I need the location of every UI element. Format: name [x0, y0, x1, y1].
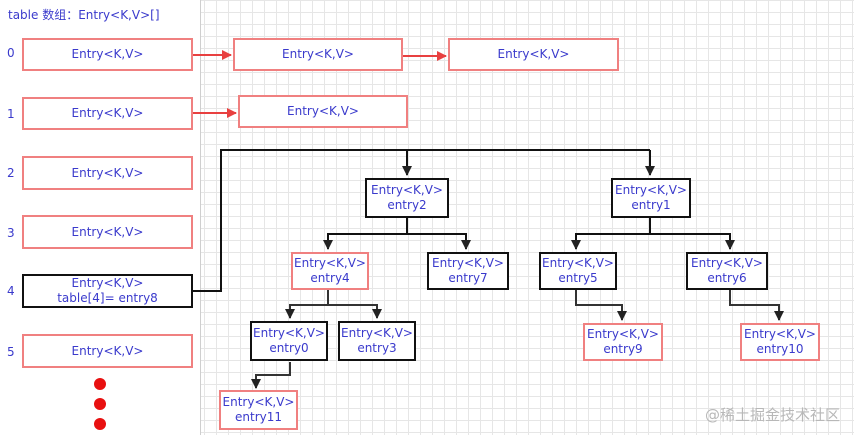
line-slot4-to-roots: [193, 149, 650, 292]
arrow-entry6-to-entry10: [729, 290, 784, 321]
slot-4-label: Entry<K,V>: [71, 276, 144, 290]
slot-2: Entry<K,V>: [22, 156, 193, 190]
arrow-entry2-to-entry4: [323, 218, 408, 250]
index-2: 2: [7, 166, 15, 180]
node-name: entry11: [235, 410, 282, 424]
tree-node-entry9: Entry<K,V> entry9: [583, 323, 663, 361]
chain0-node-1-label: Entry<K,V>: [282, 47, 354, 61]
arrow-entry2-to-entry7: [407, 233, 471, 250]
table-array-panel: table 数组：Entry<K,V>[] 0 1 2 3 4 5 Entry<…: [0, 0, 201, 435]
tree-node-entry7: Entry<K,V> entry7: [427, 252, 509, 290]
tree-node-entry2: Entry<K,V> entry2: [365, 178, 449, 218]
node-type: Entry<K,V>: [542, 256, 614, 270]
tree-node-entry1: Entry<K,V> entry1: [611, 178, 691, 218]
chain0-node-2: Entry<K,V>: [448, 38, 619, 71]
node-type: Entry<K,V>: [341, 326, 413, 340]
arrow-entry1-to-entry5: [571, 218, 651, 250]
node-name: entry1: [631, 198, 671, 212]
chain0-node-1: Entry<K,V>: [233, 38, 403, 71]
tree-node-entry4: Entry<K,V> entry4: [291, 252, 369, 290]
node-type: Entry<K,V>: [222, 395, 295, 409]
index-1: 1: [7, 107, 15, 121]
slot-0: Entry<K,V>: [22, 38, 193, 71]
node-name: entry6: [707, 271, 747, 285]
slot-3-label: Entry<K,V>: [71, 224, 144, 239]
tree-node-entry5: Entry<K,V> entry5: [539, 252, 617, 290]
node-type: Entry<K,V>: [432, 256, 504, 270]
slot-0-label: Entry<K,V>: [71, 47, 144, 61]
watermark: @稀土掘金技术社区: [704, 406, 840, 424]
slot-4: Entry<K,V> table[4]= entry8: [22, 274, 193, 308]
node-type: Entry<K,V>: [744, 327, 816, 341]
node-name: entry5: [558, 271, 598, 285]
chain1-node-1-label: Entry<K,V>: [287, 104, 359, 118]
node-name: entry9: [603, 342, 643, 356]
index-5: 5: [7, 345, 15, 359]
tree-node-entry0: Entry<K,V> entry0: [250, 321, 328, 361]
table-title: table 数组：Entry<K,V>[]: [8, 8, 160, 22]
arrow-entry4-to-entry3: [328, 304, 382, 319]
node-type: Entry<K,V>: [615, 183, 687, 197]
tree-node-entry3: Entry<K,V> entry3: [338, 321, 416, 361]
arrow-entry0-to-entry11: [251, 362, 291, 389]
chain1-node-1: Entry<K,V>: [238, 95, 408, 128]
slot-1: Entry<K,V>: [22, 97, 193, 130]
slot-5-label: Entry<K,V>: [71, 343, 144, 358]
tree-node-entry10: Entry<K,V> entry10: [740, 323, 820, 361]
index-3: 3: [7, 226, 15, 240]
tree-node-entry6: Entry<K,V> entry6: [686, 252, 768, 290]
slot-1-label: Entry<K,V>: [71, 106, 144, 120]
node-name: entry3: [357, 341, 397, 355]
node-type: Entry<K,V>: [253, 326, 325, 340]
chain0-node-2-label: Entry<K,V>: [497, 47, 570, 61]
index-4: 4: [7, 284, 15, 298]
node-type: Entry<K,V>: [371, 183, 443, 197]
node-name: entry7: [448, 271, 488, 285]
node-type: Entry<K,V>: [691, 256, 763, 270]
node-type: Entry<K,V>: [294, 256, 366, 270]
node-name: entry10: [756, 342, 804, 356]
slot-5: Entry<K,V>: [22, 334, 193, 368]
slot-4-ref: table[4]= entry8: [57, 291, 158, 305]
slot-3: Entry<K,V>: [22, 215, 193, 249]
ellipsis-dot: [94, 398, 106, 410]
arrow-entry1-to-entry6: [650, 233, 735, 250]
slot-2-label: Entry<K,V>: [71, 165, 144, 180]
arrow-entry4-to-entry0: [285, 290, 329, 319]
index-0: 0: [7, 46, 15, 60]
tree-node-entry11: Entry<K,V> entry11: [219, 390, 298, 430]
node-name: entry2: [387, 198, 427, 212]
ellipsis-dot: [94, 378, 106, 390]
arrow-entry5-to-entry9: [575, 290, 627, 321]
node-name: entry0: [269, 341, 309, 355]
node-name: entry4: [310, 271, 350, 285]
ellipsis-dot: [94, 418, 106, 430]
node-type: Entry<K,V>: [587, 327, 659, 341]
